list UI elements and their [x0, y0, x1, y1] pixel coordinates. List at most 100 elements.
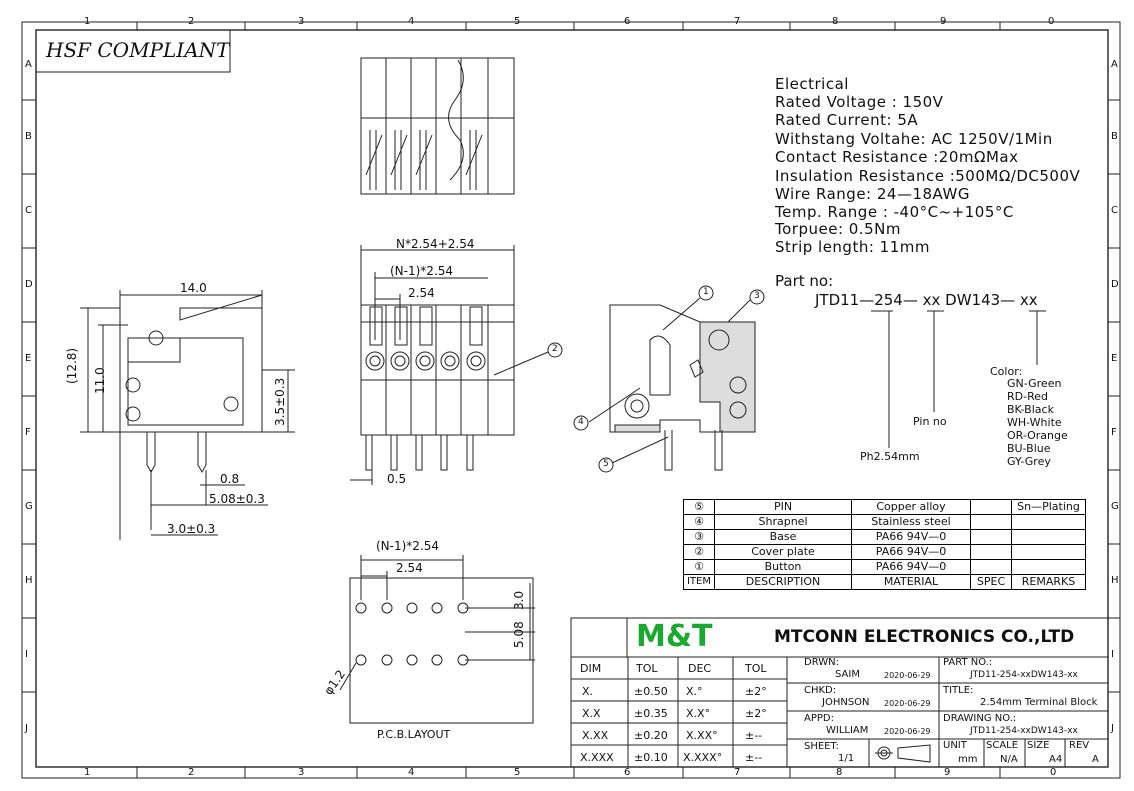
- part-label: Part no:: [775, 272, 834, 290]
- callout-4: [573, 415, 589, 431]
- callout-1: [698, 285, 714, 301]
- rev-value: A: [1092, 754, 1099, 765]
- appd-name: WILLIAM: [826, 725, 869, 736]
- spec-line: Rated Current: 5A: [775, 111, 919, 129]
- bom-desc: Base: [714, 529, 852, 545]
- front-view: [350, 245, 549, 485]
- bom-rem: [1011, 544, 1086, 560]
- bom-rem: [1011, 514, 1086, 530]
- hsf-box: [35, 29, 231, 73]
- title-block-lines: [570, 617, 1109, 768]
- partno-value: JTD11-254-xxDW143-xx: [970, 670, 1078, 680]
- bom-item: ②: [683, 544, 715, 560]
- dim-3-0: 3.0±0.3: [167, 522, 216, 536]
- callout-5-label: 5: [603, 459, 609, 469]
- tol-cell: X.XX: [582, 729, 609, 742]
- company-name: MTCONN ELECTRONICS CO.,LTD: [774, 627, 1075, 647]
- row-label-b-r: B: [1111, 131, 1118, 142]
- row-label-a-r: A: [1111, 59, 1118, 70]
- spec-line: Rated Voltage : 150V: [775, 93, 944, 111]
- tol-cell: X.XX°: [686, 729, 718, 742]
- col-label-1b: 1: [84, 767, 91, 778]
- bom-header-mat: MATERIAL: [851, 574, 971, 590]
- col-label-9: 9: [940, 16, 947, 27]
- bom-spec: [970, 529, 1012, 545]
- callout-3-label: 3: [754, 291, 760, 301]
- col-label-3: 3: [298, 16, 305, 27]
- col-label-7: 7: [734, 16, 741, 27]
- bom-desc: Shrapnel: [714, 514, 852, 530]
- spec-line: Wire Range: 24—18AWG: [775, 185, 970, 203]
- title-value: 2.54mm Terminal Block: [980, 697, 1098, 708]
- bom-mat: PA66 94V—0: [851, 559, 971, 575]
- spec-line: Insulation Resistance :500MΩ/DC500V: [775, 167, 1081, 185]
- color-item: GN-Green: [1007, 377, 1062, 390]
- dim-n1: (N-1)*2.54: [390, 264, 454, 278]
- spec-line: Temp. Range : -40°C~+105°C: [775, 203, 1014, 221]
- row-label-f: F: [25, 427, 31, 438]
- tol-cell: X.X: [582, 707, 601, 720]
- bom-spec: [970, 544, 1012, 560]
- hsf-compliant: HSF COMPLIANT: [46, 38, 230, 62]
- table-row: ④ Shrapnel Stainless steel: [683, 514, 1086, 530]
- row-label-g: G: [25, 501, 33, 512]
- col-label-6: 6: [624, 16, 631, 27]
- drwn-date: 2020-06-29: [884, 671, 931, 680]
- dim-pitch: 2.54: [408, 286, 435, 300]
- dim-14: 14.0: [180, 281, 207, 295]
- appd-date: 2020-06-29: [884, 727, 931, 736]
- rev-label: REV: [1069, 740, 1090, 751]
- callout-1-label: 1: [703, 287, 709, 297]
- pcb-dim-n1: (N-1)*2.54: [376, 539, 440, 553]
- col-label-4: 4: [408, 16, 415, 27]
- table-row: ① Button PA66 94V—0: [683, 559, 1086, 575]
- tol-header-dec: DEC: [688, 662, 712, 675]
- col-label-2: 2: [188, 16, 195, 27]
- col-label-3b: 3: [298, 767, 305, 778]
- tol-cell: ±0.35: [634, 707, 668, 720]
- pcb-dim-5-08: 5.08: [512, 621, 526, 648]
- color-item: BK-Black: [1007, 403, 1054, 416]
- bom-spec: [970, 499, 1012, 515]
- table-row: ③ Base PA66 94V—0: [683, 529, 1086, 545]
- tol-cell: ±--: [745, 729, 763, 742]
- bom-desc: Cover plate: [714, 544, 852, 560]
- col-label-5b: 5: [514, 767, 521, 778]
- drwn-name: SAIM: [835, 669, 860, 680]
- bom-header-spec: SPEC: [970, 574, 1012, 590]
- bom-header-item: ITEM: [683, 574, 715, 590]
- tol-cell: ±0.50: [634, 685, 668, 698]
- scale-value: N/A: [1000, 754, 1018, 765]
- color-label: Color:: [990, 365, 1023, 378]
- partno-label: PART NO.:: [943, 657, 993, 668]
- callout-2: [547, 342, 563, 358]
- table-row: ② Cover plate PA66 94V—0: [683, 544, 1086, 560]
- drwn-label: DRWN:: [804, 657, 839, 668]
- dim-12-8: (12.8): [65, 347, 79, 384]
- row-label-j: J: [25, 723, 28, 734]
- dim-0-8: 0.8: [220, 472, 240, 486]
- row-label-d: D: [25, 279, 33, 290]
- dim-3-5: 3.5±0.3: [273, 377, 287, 426]
- bom-desc: PIN: [714, 499, 852, 515]
- tol-cell: X.: [582, 685, 594, 698]
- row-label-e-r: E: [1111, 353, 1118, 364]
- top-view: [360, 57, 515, 195]
- col-label-4b: 4: [408, 767, 415, 778]
- size-label: SIZE: [1027, 740, 1050, 751]
- drawno-label: DRAWING NO.:: [943, 713, 1017, 724]
- pcb-layout: [339, 555, 535, 724]
- bom-spec: [970, 559, 1012, 575]
- drawno-value: JTD11-254-xxDW143-xx: [970, 726, 1078, 736]
- grid-ticks: [22, 22, 1120, 778]
- unit-label: UNIT: [943, 740, 967, 751]
- color-item: BU-Blue: [1007, 442, 1051, 455]
- bom-spec: [970, 514, 1012, 530]
- color-item: GY-Grey: [1007, 455, 1051, 468]
- row-label-f-r: F: [1111, 427, 1117, 438]
- side-view: [80, 290, 295, 540]
- chkd-date: 2020-06-29: [884, 699, 931, 708]
- col-label-6b: 6: [624, 767, 631, 778]
- col-label-8: 8: [832, 16, 839, 27]
- row-label-c-r: C: [1111, 205, 1118, 216]
